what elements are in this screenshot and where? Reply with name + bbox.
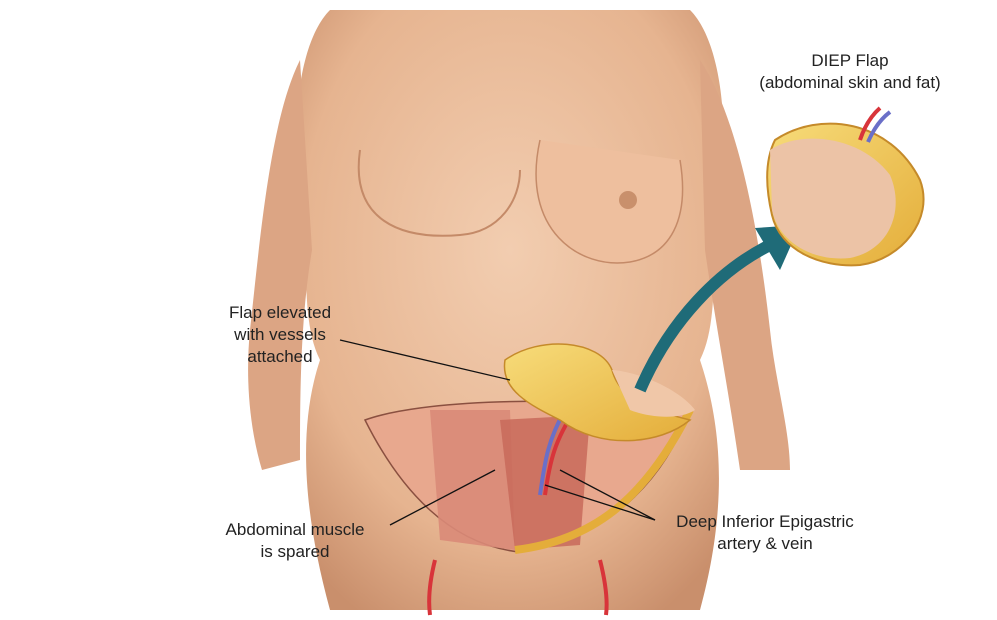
vessels-line-2: artery & vein xyxy=(717,534,813,553)
muscle-line-2: is spared xyxy=(260,542,330,561)
incision-fat-edge xyxy=(514,408,694,554)
vessels-line-1: Deep Inferior Epigastric xyxy=(676,512,854,531)
vessels-label: Deep Inferior Epigastric artery & vein xyxy=(650,511,880,555)
nipple xyxy=(619,191,637,209)
abdominal-muscle xyxy=(430,410,515,550)
right-breast xyxy=(535,139,684,264)
leader-flap-elevated xyxy=(339,339,511,381)
elevated-flap-skin xyxy=(612,370,695,417)
flap-elevated-label: Flap elevated with vessels attached xyxy=(215,302,345,368)
flap-elevated-line-1: Flap elevated xyxy=(228,303,332,322)
flap-elevated-line-3: attached xyxy=(247,347,313,366)
diep-flap-skin xyxy=(770,138,896,259)
transfer-arrow xyxy=(634,239,773,393)
leg-vessels xyxy=(427,559,609,616)
flap-vein xyxy=(866,110,892,143)
diep-flap-label: DIEP Flap (abdominal skin and fat) xyxy=(735,50,965,94)
flap-elevated-line-2: with vessels xyxy=(234,325,326,344)
left-breast xyxy=(357,149,521,237)
diep-flap-subtitle: (abdominal skin and fat) xyxy=(759,73,941,92)
muscle-line-1: Abdominal muscle xyxy=(225,520,365,539)
diep-flap-title: DIEP Flap xyxy=(811,51,889,70)
elevated-flap xyxy=(503,343,692,442)
leader-muscle xyxy=(389,469,496,526)
left-arm xyxy=(248,60,312,470)
muscle-label: Abdominal muscle is spared xyxy=(210,519,380,563)
leader-vessels-2 xyxy=(544,484,656,521)
leader-vessels-1 xyxy=(559,469,656,521)
flap-artery xyxy=(858,106,882,141)
